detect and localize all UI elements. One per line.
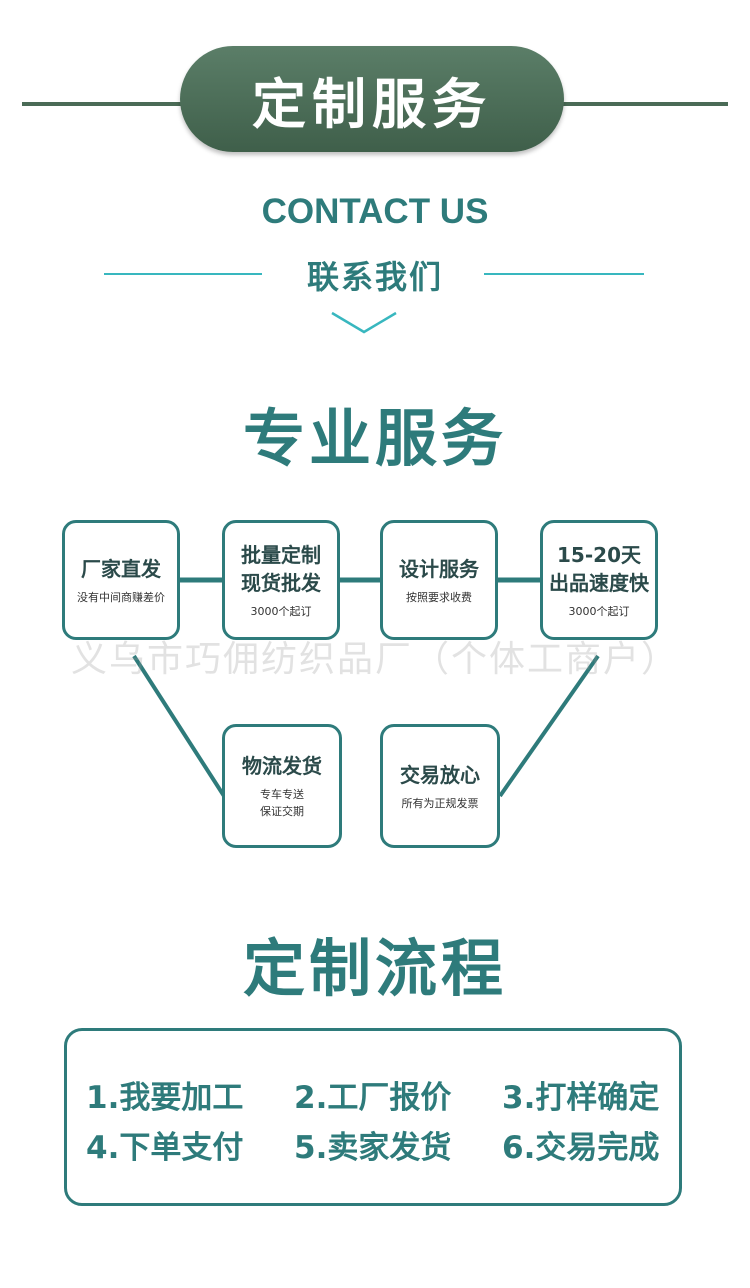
process-step: 4.下单支付 — [86, 1130, 244, 1166]
service-card-trust: 交易放心 所有为正规发票 — [380, 724, 500, 848]
service-subtitle: 所有为正规发票 — [401, 796, 479, 810]
service-title: 物流发货 — [242, 754, 322, 778]
contact-line-right — [484, 273, 644, 275]
service-subtitle: 按照要求收费 — [406, 590, 472, 604]
service-card-fast-production: 15-20天 出品速度快 3000个起订 — [540, 520, 658, 640]
service-title: 批量定制 现货批发 — [241, 542, 321, 595]
service-title: 厂家直发 — [81, 556, 161, 581]
contact-heading-en: CONTACT US — [261, 192, 489, 231]
banner-line-left — [22, 102, 192, 106]
contact-line-left — [104, 273, 262, 275]
service-subtitle: 3000个起订 — [250, 604, 312, 618]
service-title: 15-20天 出品速度快 — [549, 542, 649, 595]
service-connectors — [132, 577, 600, 798]
process-step: 6.交易完成 — [502, 1130, 660, 1166]
service-subtitle: 没有中间商赚差价 — [77, 590, 165, 604]
process-step: 2.工厂报价 — [294, 1080, 452, 1116]
page-title: 定制服务 — [180, 46, 564, 152]
process-step: 1.我要加工 — [86, 1080, 244, 1116]
service-card-factory-direct: 厂家直发 没有中间商赚差价 — [62, 520, 180, 640]
contact-heading-cn: 联系我们 — [306, 258, 443, 296]
service-card-logistics: 物流发货 专车专送 保证交期 — [222, 724, 342, 848]
process-steps-box — [64, 1028, 682, 1206]
service-card-design: 设计服务 按照要求收费 — [380, 520, 498, 640]
process-step: 5.卖家发货 — [294, 1130, 452, 1166]
services-title: 专业服务 — [242, 402, 507, 475]
service-title: 设计服务 — [399, 556, 479, 581]
service-card-bulk-custom: 批量定制 现货批发 3000个起订 — [222, 520, 340, 640]
process-title: 定制流程 — [242, 932, 507, 1005]
chevron-down-icon — [331, 311, 397, 334]
service-subtitle: 3000个起订 — [568, 604, 630, 618]
service-subtitle: 专车专送 保证交期 — [260, 788, 304, 818]
watermark: 义乌市巧佣纺织品厂（个体工商户） — [70, 639, 679, 680]
banner-line-right — [552, 102, 728, 106]
service-title: 交易放心 — [400, 762, 480, 787]
process-step: 3.打样确定 — [502, 1080, 660, 1116]
